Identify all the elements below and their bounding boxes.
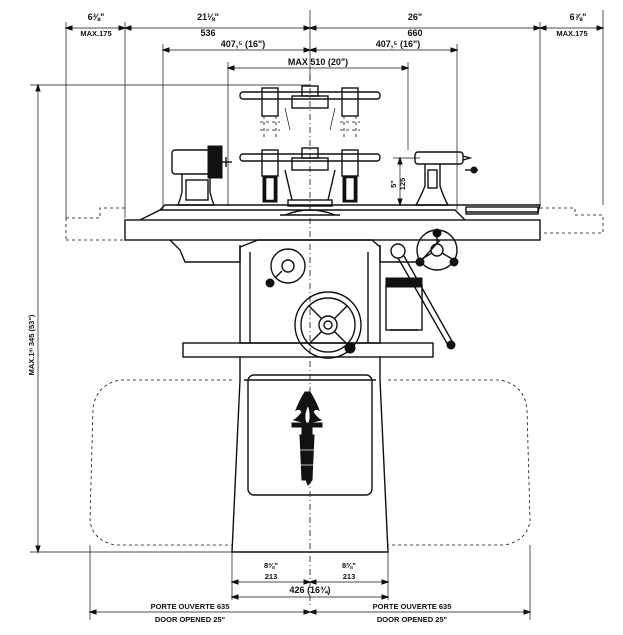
workhead-left [171, 145, 232, 206]
cabinet-base [231, 357, 389, 553]
dim-height-inch: 5" [389, 180, 398, 188]
dim-base-total: 426 (16¾) [289, 585, 330, 595]
dim-half-right: 407,⁵ (16") [376, 39, 421, 49]
door-left-en: DOOR OPENED 25" [155, 615, 226, 624]
spindle-assembly-lower [239, 147, 381, 207]
door-right-en: DOOR OPENED 25" [377, 615, 448, 624]
dim-base-right-inch: 8⅜" [342, 561, 356, 570]
work-table [124, 204, 541, 263]
door-swings [89, 379, 531, 546]
dim-top-left-inch: 6⅜" [88, 12, 105, 22]
ornament-emblem [291, 391, 323, 486]
dim-top-right-mm: MAX.175 [556, 29, 587, 38]
top-dimensions: 6⅜" MAX.175 21⅛" 536 26" 660 6⅞" MAX.175… [64, 10, 605, 218]
dim-base-left-inch: 8⅜" [264, 561, 278, 570]
table-extensions [65, 207, 604, 241]
dim-top-mid-right-inch: 26" [408, 12, 422, 22]
machine-body [239, 228, 459, 359]
dim-top-mid-right-mm: 660 [407, 28, 422, 38]
vertical-dimension: MAX.1ᵐ 345 (53") [27, 83, 310, 554]
tailstock-right: 5" 125 [389, 151, 478, 207]
lower-shelf [182, 342, 434, 358]
dim-base-left-mm: 213 [265, 572, 278, 581]
dim-max-width: MAX 510 (20") [288, 57, 348, 67]
dim-top-mid-left-mm: 536 [200, 28, 215, 38]
dim-base-right-mm: 213 [343, 572, 356, 581]
dim-vertical-total: MAX.1ᵐ 345 (53") [27, 314, 36, 375]
bottom-dimensions: 8⅜" 213 8⅜" 213 426 (16¾) PORTE OUVERTE … [88, 545, 532, 624]
door-right-fr: PORTE OUVERTE 635 [373, 602, 452, 611]
dim-height-mm: 125 [398, 178, 407, 191]
dim-top-left-mm: MAX.175 [80, 29, 111, 38]
dim-top-mid-left-inch: 21⅛" [197, 12, 219, 22]
spindle-assembly-upper [239, 85, 381, 140]
dim-top-right-inch: 6⅞" [570, 12, 587, 22]
dim-half-left: 407,⁵ (16") [221, 39, 266, 49]
door-left-fr: PORTE OUVERTE 635 [151, 602, 230, 611]
